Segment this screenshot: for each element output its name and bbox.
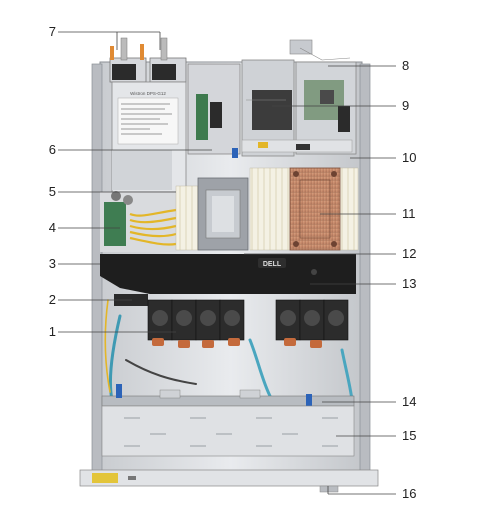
callout-12: 12 (402, 246, 417, 261)
dell-logo: DELL (263, 261, 282, 268)
power-supplies: Wistron DPS-G12 (109, 37, 187, 193)
callout-16: 16 (402, 486, 417, 501)
drive-backplane (101, 384, 355, 407)
callout-7: 7 (48, 24, 56, 39)
drive-cage (101, 405, 355, 457)
callout-13: 13 (402, 276, 417, 291)
cpu-memory-area (175, 167, 359, 251)
air-shroud: DELL (100, 254, 356, 294)
cooling-fans (114, 294, 349, 348)
psu-connector-board (100, 191, 177, 252)
callout-8: 8 (402, 58, 410, 73)
callout-4: 4 (48, 220, 56, 235)
riser-cages (187, 39, 357, 158)
psu-label: Wistron DPS-G12 (130, 91, 166, 96)
callout-2: 2 (48, 292, 56, 307)
callout-3: 3 (48, 256, 56, 271)
callout-6: 6 (48, 142, 56, 157)
callout-14: 14 (402, 394, 417, 409)
callout-leader-lines (58, 31, 396, 495)
callout-11: 11 (402, 206, 416, 221)
callout-9: 9 (402, 98, 410, 113)
callout-15: 15 (402, 428, 417, 443)
cabling (104, 299, 354, 402)
front-panel (79, 469, 379, 493)
callout-10: 10 (402, 150, 417, 165)
callout-5: 5 (48, 184, 56, 199)
callout-1: 1 (48, 324, 56, 339)
